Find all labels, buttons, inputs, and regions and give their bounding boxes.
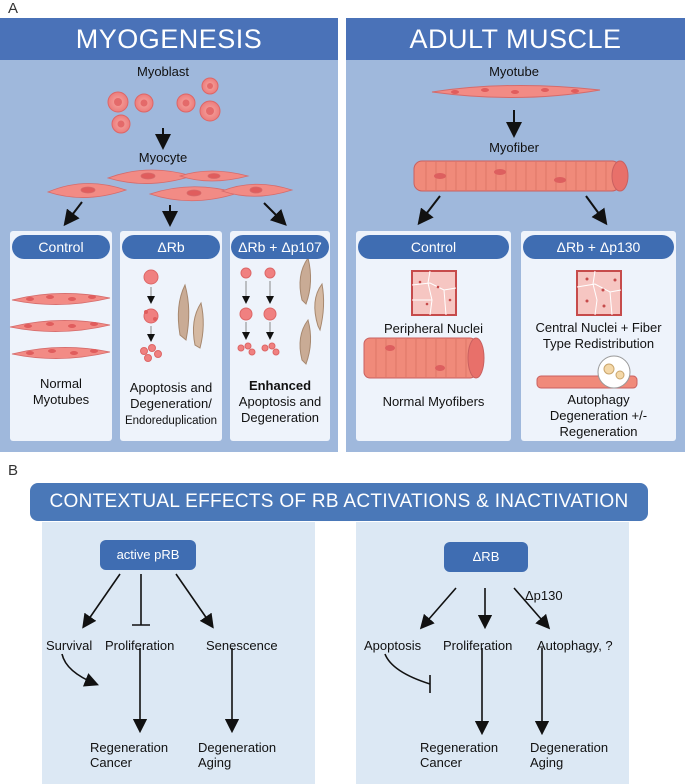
- myogenesis-title: MYOGENESIS: [0, 18, 338, 60]
- delta-rb-label-2: Degeneration/: [130, 396, 212, 411]
- pill-delta-rb-p107: ΔRb + Δp107: [231, 235, 329, 259]
- myoblast-cells-icon: [107, 77, 221, 134]
- senescence-label: Senescence: [206, 638, 278, 653]
- myofiber-icon: [413, 160, 629, 192]
- delta-rb-label-3: Endoreduplication: [124, 415, 218, 427]
- degeneration-label-left: Degeneration: [198, 740, 277, 755]
- delta-rb-p107-label-3: Degeneration: [240, 410, 320, 425]
- myocyte-label: Myocyte: [138, 150, 188, 165]
- myotube-label: Myotube: [489, 64, 539, 79]
- panel-b-title: CONTEXTUAL EFFECTS OF RB ACTIVATIONS & I…: [30, 483, 648, 521]
- adult-muscle-title: ADULT MUSCLE: [346, 18, 685, 60]
- regeneration-label-left: Regeneration: [90, 740, 169, 755]
- degeneration-label-right: Degeneration: [530, 740, 609, 755]
- card-adult-delta-rb-p130: [521, 231, 676, 441]
- apoptosis-label: Apoptosis: [364, 638, 422, 653]
- myoblast-label: Myoblast: [136, 64, 190, 79]
- cancer-label-left: Cancer: [90, 755, 132, 770]
- aging-label-left: Aging: [198, 755, 232, 770]
- autophagy-fiber-icon: [536, 355, 638, 389]
- pill-adult-delta-rb-p130: ΔRb + Δp130: [523, 235, 674, 259]
- myofiber-label: Myofiber: [489, 140, 539, 155]
- autophagy-label-3: Regeneration: [559, 424, 638, 439]
- peripheral-nuclei-label: Peripheral Nuclei: [384, 321, 483, 336]
- survival-label: Survival: [46, 638, 93, 653]
- active-prb-box: active pRB: [100, 540, 196, 570]
- delta-rb-label-1: Apoptosis and: [129, 380, 213, 395]
- pill-control: Control: [12, 235, 110, 259]
- normal-myofibers-icon: [363, 337, 485, 379]
- myocyte-cells-icon: [46, 169, 294, 202]
- autophagy-question-label: Autophagy, ?: [537, 638, 613, 653]
- panel-b-label: B: [8, 462, 19, 479]
- aging-label-right: Aging: [530, 755, 564, 770]
- peripheral-nuclei-icon: [411, 270, 457, 316]
- proliferation-label-right: Proliferation: [443, 638, 513, 653]
- card-control: [10, 231, 112, 441]
- enhanced-apoptosis-cells-icon: [237, 256, 325, 365]
- central-nuclei-label-2: Type Redistribution: [542, 336, 655, 351]
- card-adult-control: [356, 231, 511, 441]
- dp130-label: Δp130: [525, 588, 563, 603]
- apoptosis-cells-icon: [140, 269, 204, 362]
- autophagy-label-2: Degeneration +/-: [549, 408, 648, 423]
- normal-myotubes-label-2: Myotubes: [32, 392, 90, 407]
- delta-rb-p107-label-1: Enhanced: [248, 378, 312, 393]
- normal-myofibers-label: Normal Myofibers: [382, 394, 485, 409]
- autophagy-label-1: Autophagy: [567, 392, 630, 407]
- normal-myotubes-label-1: Normal: [40, 376, 82, 391]
- panel-a-label: A: [8, 0, 19, 17]
- delta-rb-box: ΔRB: [444, 542, 528, 572]
- cancer-label-right: Cancer: [420, 755, 462, 770]
- myotube-icon: [431, 84, 601, 99]
- central-nuclei-icon: [576, 270, 622, 316]
- normal-myotubes-icon: [9, 293, 111, 359]
- delta-rb-p107-label-2: Apoptosis and: [238, 394, 322, 409]
- regeneration-label-right: Regeneration: [420, 740, 499, 755]
- pill-adult-control: Control: [358, 235, 509, 259]
- central-nuclei-label-1: Central Nuclei + Fiber: [535, 320, 662, 335]
- proliferation-label-left: Proliferation: [105, 638, 175, 653]
- card-delta-rb: [120, 231, 222, 441]
- pill-delta-rb: ΔRb: [122, 235, 220, 259]
